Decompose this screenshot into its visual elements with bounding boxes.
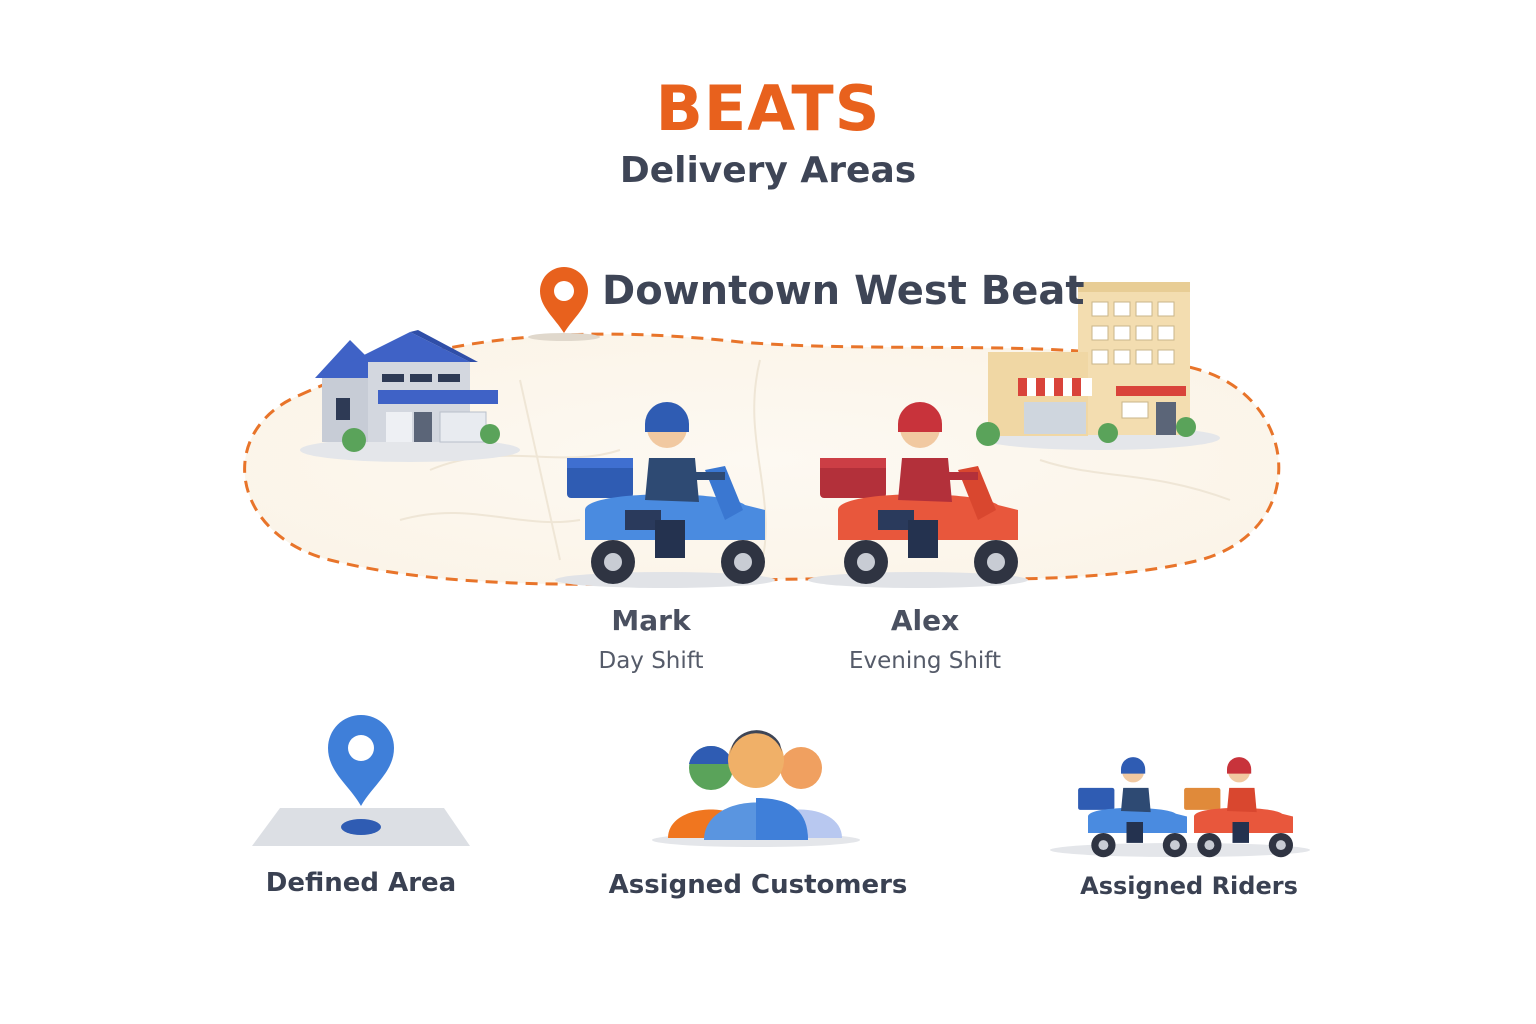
customers-group-icon [652,730,860,847]
building-icon [976,282,1220,450]
feature-assigned-riders-label: Assigned Riders [1080,872,1298,900]
rider-mark-scooter [555,402,775,588]
rider-alex-scooter [808,402,1028,588]
riders-pair-icon [1050,757,1310,858]
beat-name: Downtown West Beat [602,268,1085,314]
rider-mark-shift: Day Shift [598,648,704,674]
map-pin-icon [528,267,600,341]
rider-mark-name: Mark [611,604,691,637]
house-icon [300,330,520,462]
feature-defined-area-label: Defined Area [265,868,457,898]
feature-assigned-customers-label: Assigned Customers [608,870,908,900]
rider-alex-shift: Evening Shift [848,648,1002,674]
page-subtitle: Delivery Areas [619,150,917,191]
street-lines [399,359,1231,571]
rider-alex-name: Alex [890,604,960,637]
shop-awning [1018,378,1092,396]
page-title: BEATS [655,72,881,145]
location-pin-icon [252,715,470,846]
